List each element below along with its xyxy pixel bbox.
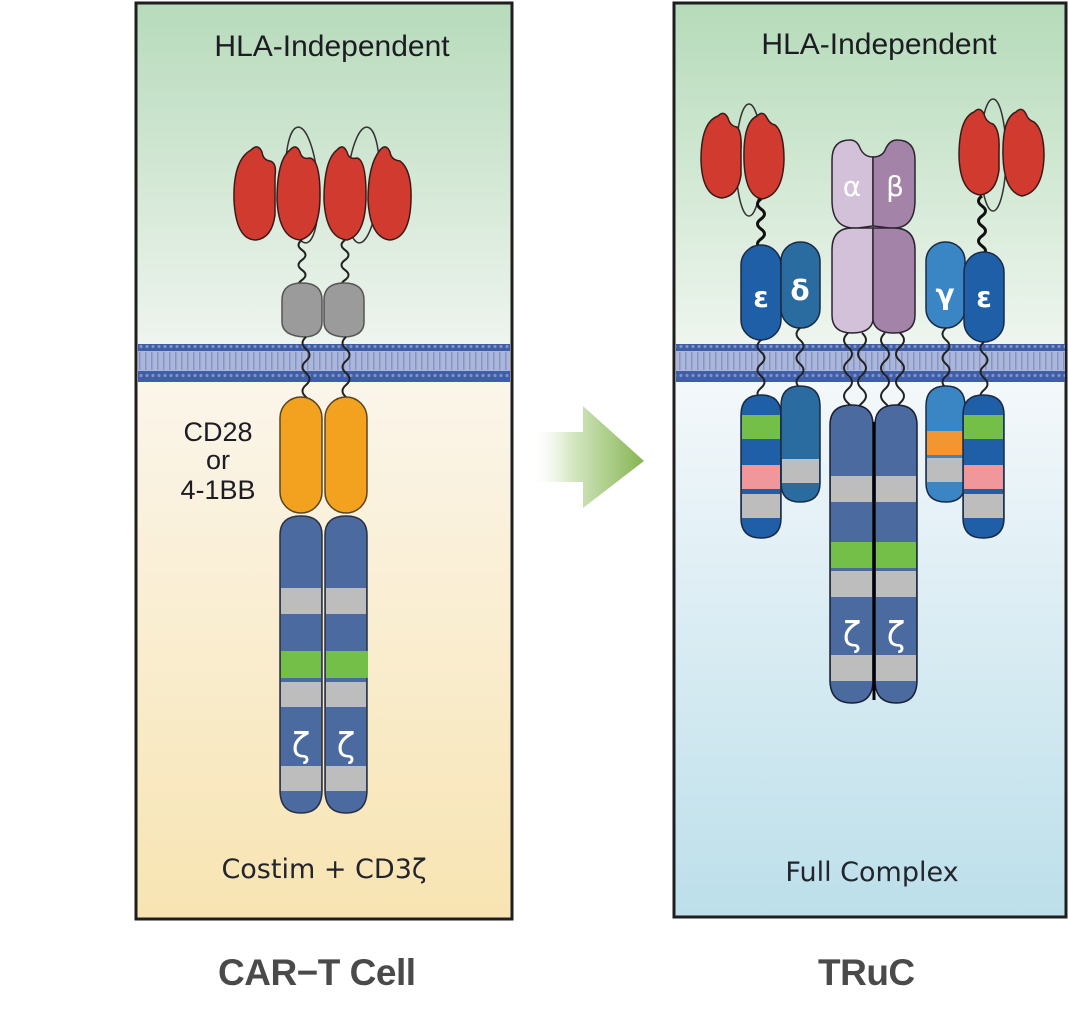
linker (340, 239, 350, 289)
scfv-domain-pair-left (233, 126, 321, 244)
costim-label-line-3: 4-1BB (180, 475, 255, 505)
hinge-domains (281, 282, 365, 338)
gamma-symbol: γ (935, 278, 954, 311)
truc-panel-title: HLA-Independent (761, 28, 997, 61)
tcr-alpha-chain: α (831, 139, 874, 334)
delta-symbol: δ (790, 274, 809, 307)
costim-label-line-2: or (206, 445, 230, 475)
truc-panel: HLA-Independent ε δ γ (672, 1, 1068, 919)
cell-membrane (138, 344, 510, 382)
car-t-panel-frame (134, 1, 514, 921)
cd3-delta-extracellular: δ (780, 241, 821, 329)
zeta-symbol: ζ (337, 726, 356, 766)
transmembrane-linkers (756, 327, 989, 416)
car-t-caption: CAR−T Cell (218, 952, 416, 993)
car-t-panel: HLA-Independent CD28 (134, 1, 514, 921)
alpha-symbol: α (843, 170, 861, 203)
costim-label-line-1: CD28 (183, 417, 252, 447)
car-t-panel-footer: Costim + CD3ζ (221, 854, 426, 885)
beta-symbol: β (886, 170, 904, 203)
cd3-zeta-chain-left: ζ (829, 404, 874, 704)
cd3-gamma-extracellular: γ (925, 241, 966, 329)
truc-panel-footer: Full Complex (785, 857, 958, 888)
zeta-symbol: ζ (887, 615, 906, 655)
linker (297, 239, 307, 289)
cd3-epsilon-intracellular-right (962, 394, 1005, 539)
costim-domains (279, 396, 368, 514)
cell-membrane (676, 344, 1065, 382)
scfv-domain-pair-right (958, 98, 1045, 212)
linker (977, 194, 987, 256)
cd3-epsilon-intracellular-left (740, 394, 782, 539)
zeta-symbol: ζ (843, 615, 862, 655)
truc-caption: TRuC (818, 952, 915, 993)
epsilon-symbol: ε (753, 281, 769, 314)
cd3-zeta-chain-left: ζ (279, 515, 323, 814)
scfv-domain-pair-right (323, 126, 412, 244)
scfv-domain-pair-left (700, 103, 785, 217)
cd3-epsilon-extracellular-right: ε (963, 251, 1005, 343)
zeta-symbol: ζ (292, 726, 311, 766)
cd3-epsilon-extracellular-left: ε (740, 244, 782, 341)
epsilon-symbol: ε (976, 281, 992, 314)
cd3-delta-intracellular (780, 385, 821, 503)
car-t-panel-title: HLA-Independent (214, 30, 450, 63)
cd3-zeta-chain-right: ζ (874, 404, 918, 704)
tcr-beta-chain: β (872, 139, 916, 334)
transition-arrow-icon (530, 406, 644, 508)
cd3-zeta-chain-right: ζ (324, 515, 368, 814)
cd3-gamma-intracellular (925, 385, 966, 503)
